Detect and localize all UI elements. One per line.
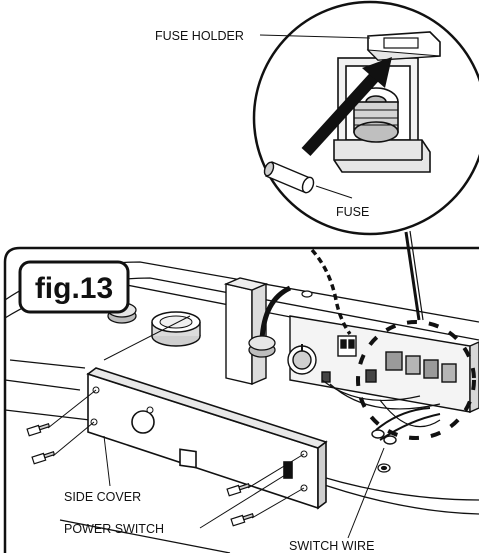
callout-leaders (103, 34, 385, 539)
switch-wire-label: SWITCH WIRE (289, 539, 374, 553)
insertion-arrow (301, 57, 392, 157)
rear-bracket (223, 277, 269, 386)
fuse-label: FUSE (336, 205, 369, 219)
fuse-location-marker (356, 320, 476, 440)
cable-grommet (248, 285, 292, 358)
mounting-screws (26, 423, 255, 527)
screw-guide-lines (47, 315, 305, 519)
housing-bolt (301, 290, 391, 473)
dashed-cable (310, 248, 352, 336)
side-cover-panel (86, 367, 328, 510)
figure-badge: fig.13 (18, 260, 130, 314)
main-figure-frame (3, 246, 479, 553)
filter-cap (151, 311, 201, 347)
side-cover-label: SIDE COVER (64, 490, 141, 504)
fuse-holder-label: FUSE HOLDER (155, 29, 244, 43)
power-switch-label: POWER SWITCH (64, 522, 164, 536)
fuse-cartridge (263, 161, 315, 194)
figure-number: fig.13 (35, 272, 113, 305)
